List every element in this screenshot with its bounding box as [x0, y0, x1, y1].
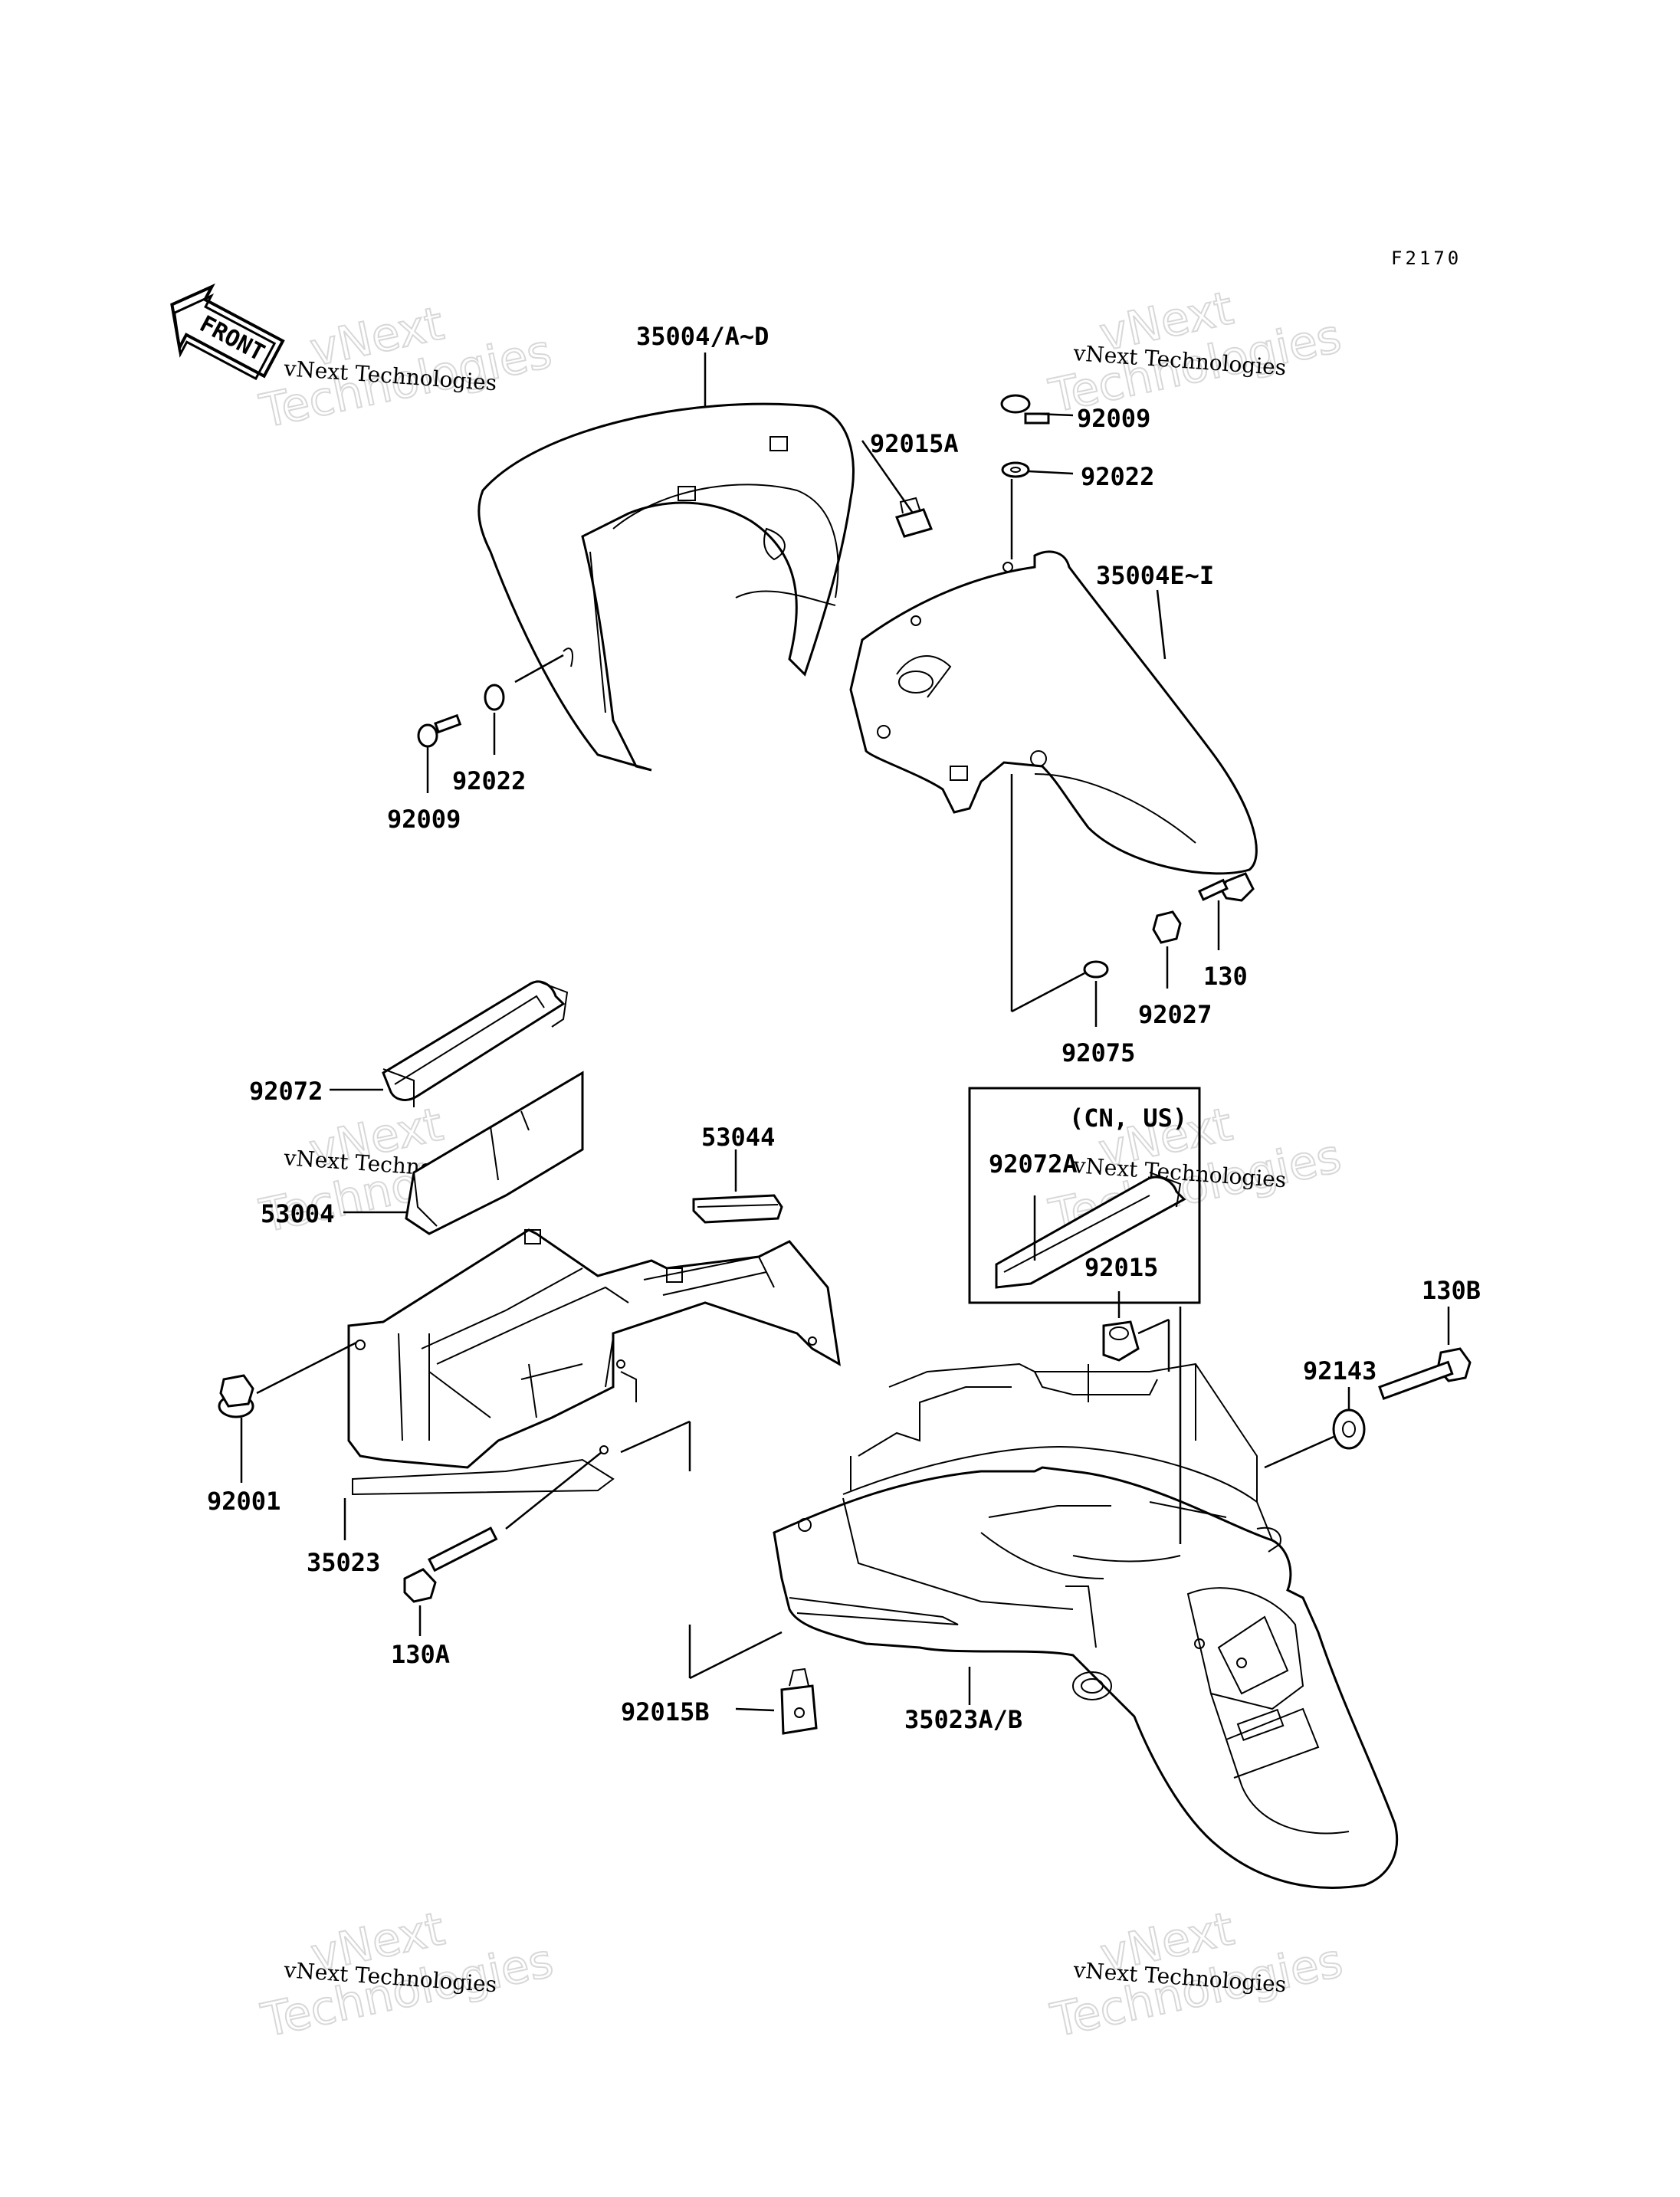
washer-left-icon	[484, 684, 505, 711]
label-bolt-rear: 130B	[1422, 1276, 1481, 1305]
washer-hole	[1010, 467, 1021, 473]
label-bolt-fender: 130	[1203, 962, 1248, 991]
label-bolt-top: 92009	[1077, 404, 1150, 433]
bolt-rear-icon	[1378, 1347, 1472, 1400]
front-fender-lower-part	[849, 550, 1258, 875]
label-flange-nut: 92001	[207, 1487, 281, 1516]
label-grommet: 92015	[1084, 1253, 1158, 1282]
grommet-icon	[1102, 1320, 1140, 1362]
label-rear-fender: 35023A/B	[904, 1705, 1022, 1734]
front-direction-icon: FRONT	[170, 283, 285, 381]
inner-fender-part	[347, 1228, 841, 1496]
nut-fender-icon	[1152, 910, 1182, 944]
bolt-inner-icon	[403, 1526, 498, 1603]
front-fender-upper-part	[477, 402, 855, 772]
label-washer-top: 92022	[1081, 462, 1154, 491]
pad-part	[692, 1194, 783, 1224]
label-strap: 92072	[249, 1077, 323, 1106]
flange-nut-icon	[218, 1374, 254, 1418]
inset-region-label: (CN, US)	[1069, 1103, 1187, 1133]
rear-fender-leaders	[688, 1307, 1450, 1712]
clip-rear-icon	[780, 1667, 818, 1735]
inner-fender-leaders	[343, 1420, 691, 1636]
label-battery-case: 53004	[261, 1199, 334, 1228]
clip-front-icon	[894, 497, 934, 538]
rear-fender-part	[773, 1362, 1399, 1889]
label-collar-rear: 92143	[1303, 1356, 1376, 1385]
label-nut-fender: 92027	[1138, 1000, 1212, 1029]
strap-inset-label: 92072A	[989, 1149, 1078, 1179]
nut-leader	[256, 1341, 357, 1395]
label-bolt-inner: 130A	[391, 1640, 450, 1669]
figure-ref-code: F2170	[1391, 248, 1462, 269]
washer-fender-icon	[1083, 960, 1109, 979]
label-clip-front: 92015A	[870, 429, 959, 458]
label-clip-rear: 92015B	[621, 1697, 710, 1726]
leader-lines-top	[426, 353, 1220, 1027]
collar-rear-icon	[1332, 1408, 1366, 1450]
label-inner-fender: 35023	[307, 1548, 380, 1577]
left-label-leaders	[330, 1088, 406, 1214]
washer-top-icon	[1001, 461, 1030, 478]
label-bolt-left: 92009	[387, 805, 461, 834]
inset-box: (CN, US)	[968, 1087, 1201, 1304]
bolt-left-icon	[417, 713, 462, 748]
label-front-fender-upper: 35004/A~D	[636, 322, 769, 351]
callout-labels: 35004/A~D 92015A 92009 92022 35004E~I 92…	[207, 322, 1481, 1734]
bolt-top-icon	[1000, 394, 1050, 425]
bolt-fender-icon	[1198, 872, 1255, 902]
label-front-fender-lower: 35004E~I	[1096, 561, 1214, 590]
battery-case-part	[405, 1071, 584, 1235]
label-washer-fender: 92075	[1061, 1038, 1135, 1067]
strap-part	[382, 980, 569, 1107]
label-washer-left: 92022	[452, 766, 526, 795]
label-pad: 53044	[701, 1123, 775, 1152]
